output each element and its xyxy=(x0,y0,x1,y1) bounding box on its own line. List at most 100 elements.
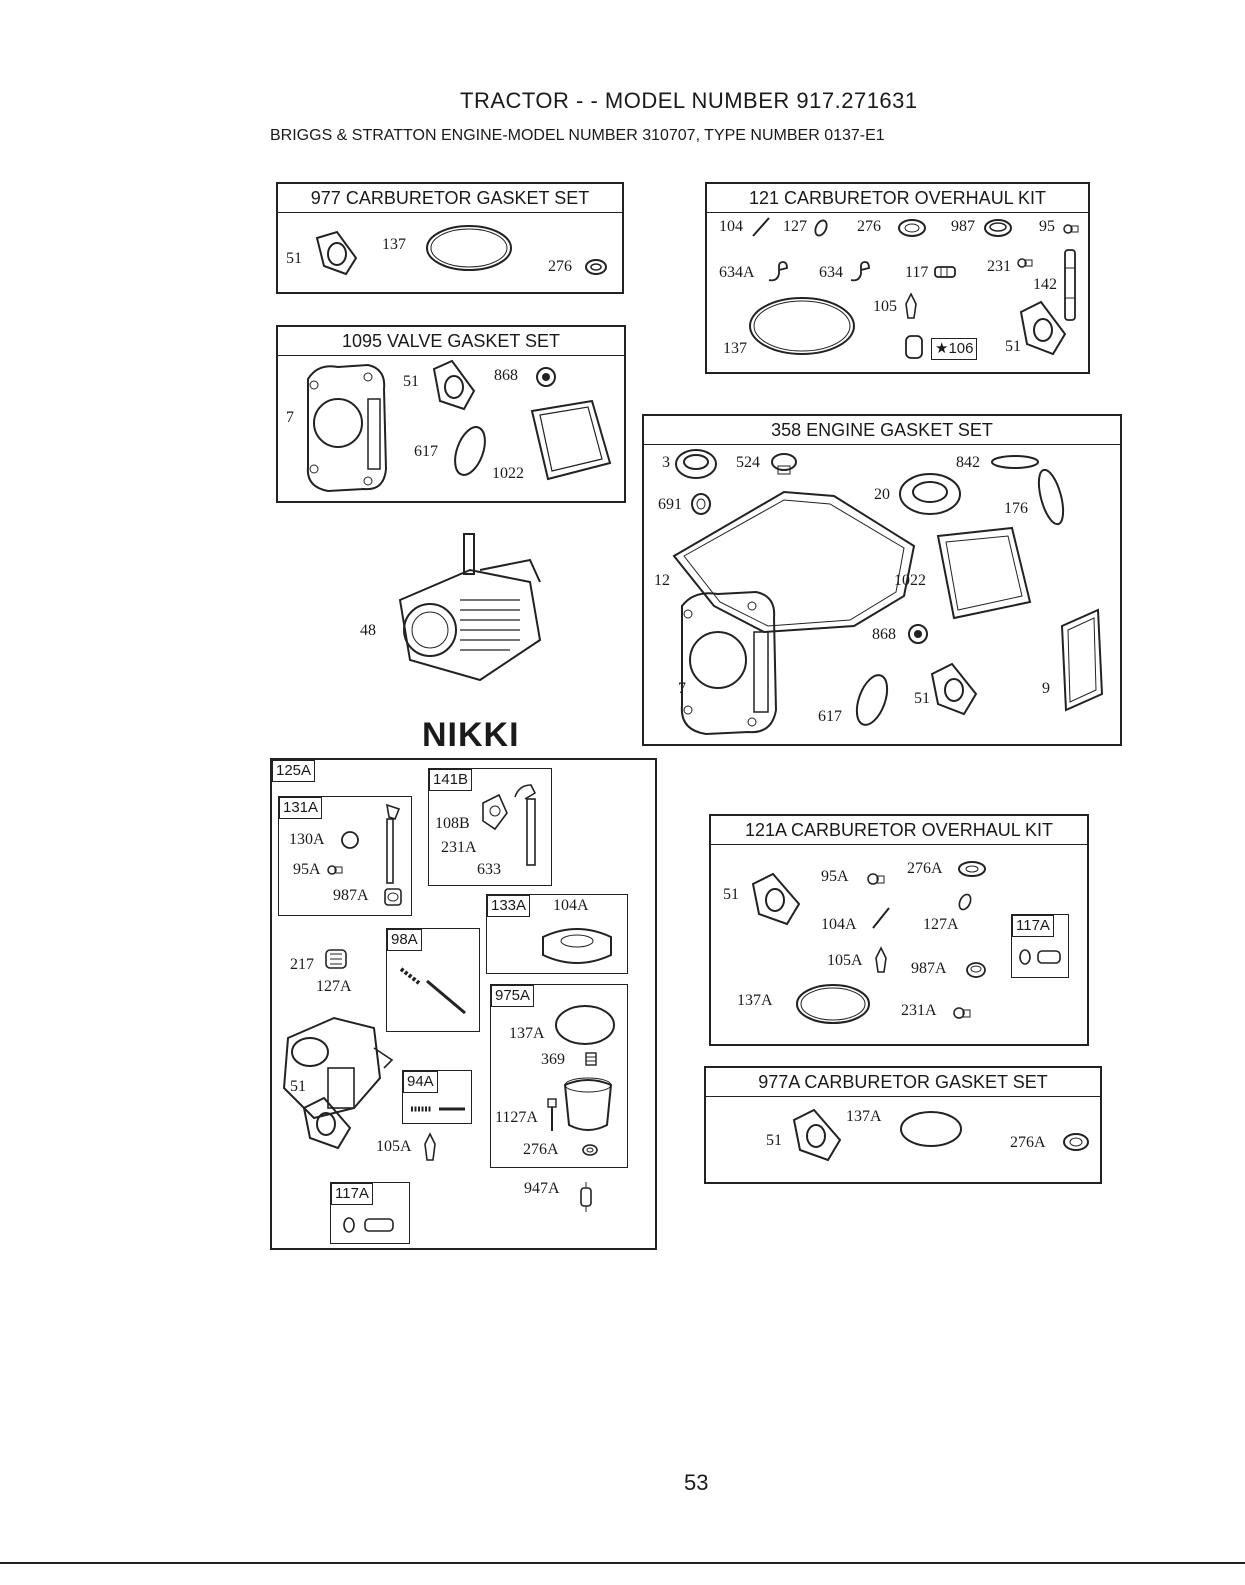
kit-117A-panel: 117A xyxy=(1011,914,1069,978)
gasket-icon xyxy=(930,662,978,716)
crankcase-gasket-icon xyxy=(672,490,916,634)
gasket-icon xyxy=(1019,300,1067,356)
part-label: 51 xyxy=(1005,338,1021,355)
part-label: 276 xyxy=(857,218,881,235)
part-label: 1022 xyxy=(492,465,524,482)
float-icon xyxy=(542,928,612,964)
carburetor-brand: NIKKI xyxy=(422,716,520,754)
part-label: 104A xyxy=(553,897,589,914)
pin-icon xyxy=(580,1182,592,1212)
part-label: 633 xyxy=(477,861,501,878)
part-label: 137A xyxy=(846,1108,882,1125)
o-ring-icon xyxy=(900,1111,962,1147)
part-label: 947A xyxy=(524,1180,560,1197)
kit-977A-panel: 977A CARBURETOR GASKET SET 51 137A 276A xyxy=(704,1066,1102,1184)
bolt-icon xyxy=(547,1098,557,1131)
kit-358-panel: 358 ENGINE GASKET SET 3 524 842 691 20 1… xyxy=(642,414,1122,746)
page-subtitle: BRIGGS & STRATTON ENGINE-MODEL NUMBER 31… xyxy=(270,127,885,144)
idle-screw-icon xyxy=(399,967,466,1015)
screw-icon xyxy=(1017,258,1033,268)
part-label: 108B xyxy=(435,815,470,832)
part-label: 217 xyxy=(290,956,314,973)
part-label: 987 xyxy=(951,218,975,235)
part-label: 127A xyxy=(316,978,352,995)
pin-icon xyxy=(752,217,770,237)
o-ring-icon xyxy=(991,455,1039,469)
washer-icon xyxy=(585,259,607,275)
float-bowl-icon xyxy=(563,1077,613,1131)
clip-icon xyxy=(850,261,870,282)
gasket-icon xyxy=(315,230,358,276)
part-label: 127A xyxy=(923,916,959,933)
part-label: 104 xyxy=(719,218,743,235)
kit-121-panel: 121 CARBURETOR OVERHAUL KIT 104 127 276 … xyxy=(705,182,1090,374)
jet-icon xyxy=(1019,949,1061,965)
screw-icon xyxy=(953,1007,971,1019)
part-tag: 133A xyxy=(487,895,531,917)
part-label: 51 xyxy=(914,690,930,707)
part-label: 130A xyxy=(289,831,325,848)
part-label: 176 xyxy=(1004,500,1028,517)
kit-98A-panel: 98A xyxy=(386,928,480,1032)
oil-seal-icon xyxy=(675,449,717,479)
part-tag: ★106 xyxy=(931,338,978,360)
kit-94A-panel: 94A xyxy=(402,1070,472,1124)
choke-shaft-icon xyxy=(514,784,537,866)
part-label: 117 xyxy=(905,264,929,281)
seal-icon xyxy=(384,888,402,906)
rocker-gasket-icon xyxy=(1060,608,1104,712)
washer-icon xyxy=(898,219,926,237)
part-label: 987A xyxy=(911,960,947,977)
part-label: 276A xyxy=(907,860,943,877)
spring-icon xyxy=(325,949,347,969)
needle-icon xyxy=(905,292,917,319)
part-label: 105A xyxy=(827,952,863,969)
kit-977-panel: 977 CARBURETOR GASKET SET 51 137 276 xyxy=(276,182,624,294)
part-tag: 975A xyxy=(491,985,535,1007)
seal-icon xyxy=(984,219,1012,237)
part-label: 127 xyxy=(783,218,807,235)
gasket-icon xyxy=(482,793,508,831)
part-label: 231A xyxy=(901,1002,937,1019)
part-label: 3 xyxy=(662,454,670,471)
part-label: 634 xyxy=(819,264,843,281)
part-label: 51 xyxy=(403,373,419,390)
float-icon xyxy=(905,335,923,359)
jet-icon xyxy=(343,1217,394,1233)
part-label: 95A xyxy=(821,868,849,885)
kit-358-title: 358 ENGINE GASKET SET xyxy=(644,416,1120,445)
page-divider xyxy=(0,1562,1245,1564)
kit-121-title: 121 CARBURETOR OVERHAUL KIT xyxy=(707,184,1088,213)
part-label: 137A xyxy=(509,1025,545,1042)
part-tag: 117A xyxy=(331,1183,373,1205)
gasket-icon xyxy=(792,1108,842,1162)
part-tag: 125A xyxy=(272,760,316,782)
kit-975A-panel: 975A 137A 369 1127A 276A xyxy=(490,984,628,1168)
kit-121A-title: 121A CARBURETOR OVERHAUL KIT xyxy=(711,816,1087,845)
rocker-gasket-icon xyxy=(530,399,612,481)
part-label: 369 xyxy=(541,1051,565,1068)
jet-icon xyxy=(934,266,956,278)
part-label: 105 xyxy=(873,298,897,315)
part-label: 987A xyxy=(333,887,369,904)
carburetor-body-icon xyxy=(282,1016,394,1120)
oil-seal-icon xyxy=(899,473,961,515)
kit-977A-title: 977A CARBURETOR GASKET SET xyxy=(706,1068,1100,1097)
tube-icon xyxy=(1064,249,1076,321)
kit-1095-panel: 1095 VALVE GASKET SET 7 51 868 617 1022 xyxy=(276,325,626,503)
washer-icon xyxy=(691,493,711,515)
head-gasket-icon xyxy=(680,590,778,736)
part-label: 51 xyxy=(286,250,302,267)
part-label: 48 xyxy=(360,622,376,639)
jet-icon xyxy=(585,1052,597,1066)
gasket-icon xyxy=(432,359,476,411)
rocker-gasket-icon xyxy=(936,526,1032,620)
o-ring-icon xyxy=(454,426,486,476)
o-ring-icon xyxy=(1037,468,1065,526)
o-ring-icon xyxy=(426,225,512,271)
part-label: 276A xyxy=(523,1141,559,1158)
kit-131A-panel: 131A 130A 95A 987A xyxy=(278,796,412,916)
part-label: 617 xyxy=(414,443,438,460)
washer-icon xyxy=(958,861,986,877)
part-label: 634A xyxy=(719,264,755,281)
